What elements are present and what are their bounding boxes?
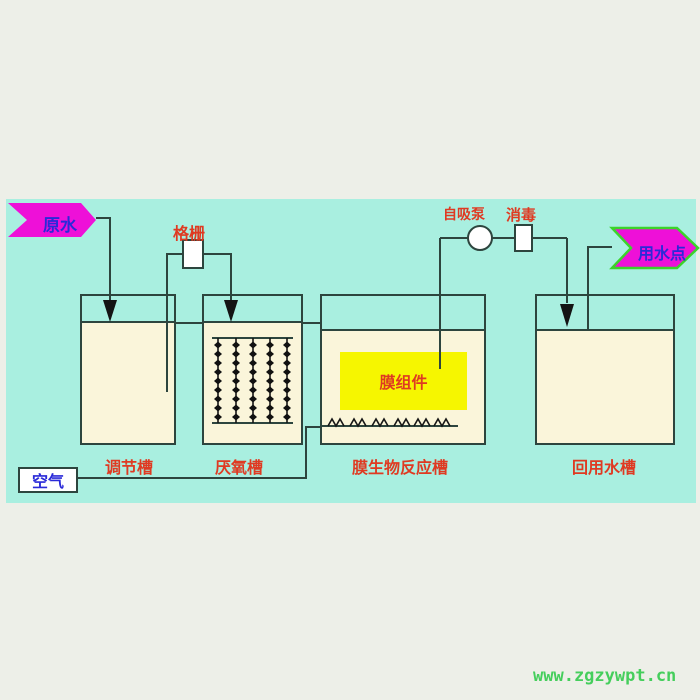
tank-anaerobic-water bbox=[204, 321, 301, 443]
air-label: 空气 bbox=[31, 472, 64, 491]
tank-reuse-water bbox=[537, 329, 673, 443]
site-watermark: www.zgzywpt.cn bbox=[533, 666, 677, 686]
use-point-label: 用水点 bbox=[637, 244, 686, 263]
grille-box bbox=[182, 239, 204, 269]
pump-label: 自吸泵 bbox=[443, 207, 485, 223]
grille-label: 格栅 bbox=[172, 224, 205, 243]
tank-reuse-label: 回用水槽 bbox=[571, 458, 636, 477]
membrane-module-label: 膜组件 bbox=[379, 373, 428, 392]
disinfection-label: 消毒 bbox=[505, 206, 536, 224]
tank-reuse bbox=[535, 294, 675, 445]
raw-water-label: 原水 bbox=[43, 216, 77, 236]
tank-regulating bbox=[80, 294, 176, 445]
tank-regulating-water bbox=[82, 321, 174, 443]
tank-regulating-label: 调节槽 bbox=[104, 458, 153, 477]
tank-mbr-label: 膜生物反应槽 bbox=[351, 458, 448, 477]
tank-anaerobic bbox=[202, 294, 303, 445]
tank-anaerobic-label: 厌氧槽 bbox=[214, 458, 263, 477]
air-source-box: 空气 bbox=[18, 467, 78, 493]
disinfection-box bbox=[514, 224, 533, 252]
membrane-module-box: 膜组件 bbox=[340, 352, 467, 410]
